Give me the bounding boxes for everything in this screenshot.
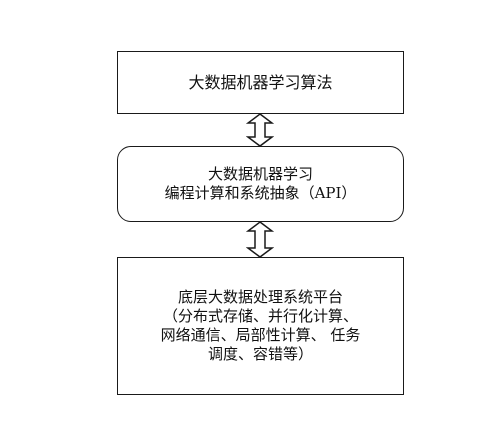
double-arrow-vertical-icon: [246, 221, 274, 258]
box-programming-abstraction: 大数据机器学习 编程计算和系统抽象（API）: [117, 146, 404, 222]
double-arrow-vertical-icon: [246, 113, 274, 147]
box-platform-line-3: 网络通信、局部性计算、 任务: [160, 326, 361, 344]
box-ml-algorithms-label: 大数据机器学习算法: [188, 73, 333, 92]
box-programming-abstraction-line-2: 编程计算和系统抽象（API）: [164, 184, 357, 202]
box-platform: 底层大数据处理系统平台 （分布式存储、并行化计算、 网络通信、局部性计算、 任务…: [117, 257, 404, 395]
box-programming-abstraction-line-1: 大数据机器学习: [207, 165, 313, 183]
box-platform-line-2: （分布式存储、并行化计算、: [162, 307, 358, 325]
box-platform-line-1: 底层大数据处理系统平台: [177, 288, 343, 306]
box-ml-algorithms: 大数据机器学习算法: [117, 51, 404, 114]
box-platform-line-4: 调度、容错等）: [207, 345, 313, 363]
